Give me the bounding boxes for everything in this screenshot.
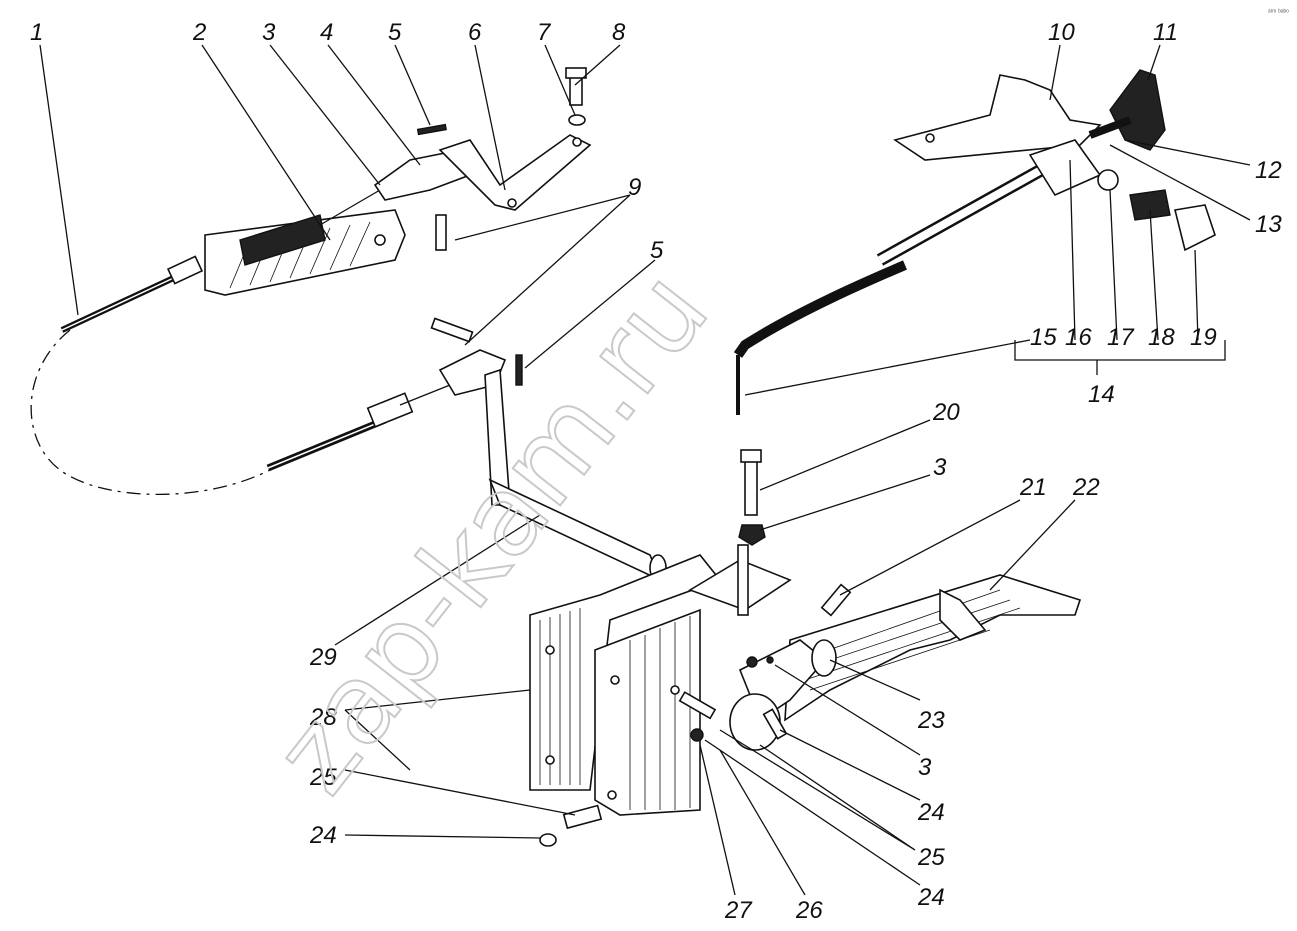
bolt-25 — [562, 804, 603, 830]
plate-10 — [893, 74, 1102, 161]
callout-3: 3 — [262, 19, 276, 46]
callout-5b: 5 — [650, 237, 664, 264]
ring-17 — [1097, 169, 1119, 191]
callout-29: 29 — [309, 644, 337, 671]
nut-3 — [738, 524, 766, 546]
callout-9: 9 — [628, 174, 641, 201]
callout-22: 22 — [1072, 474, 1100, 501]
cotter-pin-5 — [416, 123, 447, 136]
cotter-pin-5b — [515, 354, 523, 386]
lower-cable-assembly — [266, 349, 507, 472]
nut-27 — [690, 728, 704, 742]
callout-20: 20 — [932, 399, 960, 426]
callout-13: 13 — [1255, 211, 1282, 238]
stud — [737, 544, 749, 616]
callout-4: 4 — [320, 19, 333, 46]
mounting-bracket-28 — [529, 554, 722, 816]
callout-7: 7 — [537, 19, 552, 46]
callout-11: 11 — [1153, 19, 1178, 46]
callout-23: 23 — [917, 707, 945, 734]
plug-19 — [1174, 204, 1216, 252]
callout-18: 18 — [1148, 324, 1175, 351]
handle-knob-11 — [1109, 69, 1166, 151]
callout-28: 28 — [309, 704, 337, 731]
callout-25: 25 — [309, 764, 337, 791]
pin-9b — [430, 317, 474, 343]
pin-26 — [678, 691, 717, 720]
callout-27: 27 — [724, 897, 753, 924]
callout-8: 8 — [612, 19, 626, 46]
washer-7 — [568, 114, 586, 126]
spring-cable-15 — [733, 260, 907, 358]
callout-15: 15 — [1030, 324, 1057, 351]
callout-24b: 24 — [917, 799, 945, 826]
bolt-24a — [762, 708, 788, 740]
cable-loop-path — [30, 329, 271, 496]
bolt-8 — [569, 74, 583, 106]
group-bracket-14 — [1014, 340, 1226, 361]
bolt-20 — [744, 459, 758, 516]
callout-6: 6 — [468, 19, 482, 46]
pin-9 — [435, 214, 447, 251]
callout-labels: 1 2 3 4 5 6 7 8 9 5 10 11 12 13 15 16 17… — [30, 19, 1282, 924]
callout-3b: 3 — [933, 454, 947, 481]
upper-cable-assembly — [60, 149, 472, 333]
lever-6 — [438, 134, 592, 211]
callout-26: 26 — [795, 897, 823, 924]
callout-16: 16 — [1065, 324, 1092, 351]
callout-25b: 25 — [917, 844, 945, 871]
corner-mark: ᵃʳᵐ ᵇᵃᵇᵒ — [1268, 9, 1289, 16]
callout-21: 21 — [1019, 474, 1047, 501]
callout-17: 17 — [1107, 324, 1135, 351]
callout-10: 10 — [1048, 19, 1075, 46]
callout-19: 19 — [1190, 324, 1217, 351]
callout-1: 1 — [30, 19, 43, 46]
washer-24 — [539, 833, 557, 847]
leader-lines — [39, 44, 1251, 896]
pin-21 — [820, 583, 852, 617]
rubber-boot — [239, 214, 326, 266]
hand-brake-assembly — [733, 69, 1216, 415]
callout-24: 24 — [309, 822, 337, 849]
callout-3c: 3 — [918, 754, 932, 781]
callout-14: 14 — [1088, 381, 1115, 408]
callout-12: 12 — [1255, 157, 1282, 184]
callout-24c: 24 — [917, 884, 945, 911]
pedal-22 — [784, 574, 1082, 722]
callout-2: 2 — [192, 19, 206, 46]
spring-18 — [1129, 189, 1171, 221]
callout-5: 5 — [388, 19, 402, 46]
